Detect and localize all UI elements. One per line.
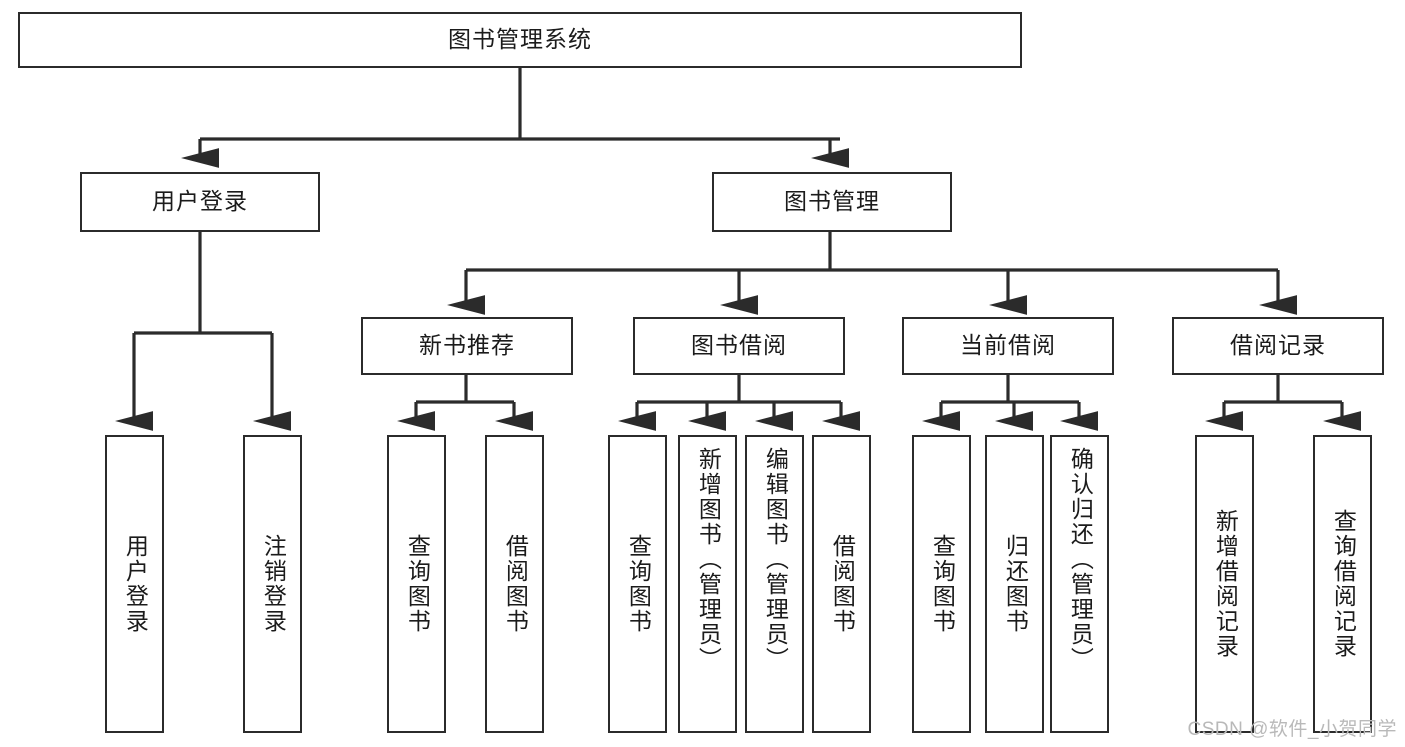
node-leaf-return-book-label: 归还图书 <box>1002 534 1029 634</box>
node-leaf-query-record-label: 查询借阅记录 <box>1330 509 1357 659</box>
node-leaf-add-book-label: 新增图书（管理员） <box>695 447 722 672</box>
node-leaf-user-login-label: 用户登录 <box>122 534 149 634</box>
node-current-borrow[interactable]: 当前借阅 <box>902 317 1114 375</box>
node-leaf-add-book[interactable]: 新增图书（管理员） <box>678 435 737 733</box>
node-leaf-add-record[interactable]: 新增借阅记录 <box>1195 435 1254 733</box>
node-borrow-record-label: 借阅记录 <box>1230 332 1326 359</box>
node-leaf-query-book-1[interactable]: 查询图书 <box>387 435 446 733</box>
node-leaf-confirm-return[interactable]: 确认归还（管理员） <box>1050 435 1109 733</box>
node-leaf-query-book-2[interactable]: 查询图书 <box>608 435 667 733</box>
watermark-text: CSDN @软件_小贺同学 <box>1187 719 1397 740</box>
node-leaf-borrow-book-2-label: 借阅图书 <box>829 534 856 634</box>
node-book-borrow[interactable]: 图书借阅 <box>633 317 845 375</box>
node-user-login-label: 用户登录 <box>152 188 248 215</box>
node-root-book-management-system[interactable]: 图书管理系统 <box>18 12 1022 68</box>
node-leaf-edit-book-label: 编辑图书（管理员） <box>762 447 789 672</box>
node-leaf-query-record[interactable]: 查询借阅记录 <box>1313 435 1372 733</box>
node-leaf-add-record-label: 新增借阅记录 <box>1212 509 1239 659</box>
node-leaf-borrow-book-1[interactable]: 借阅图书 <box>485 435 544 733</box>
node-leaf-query-book-3-label: 查询图书 <box>929 534 956 634</box>
node-new-book-recommend[interactable]: 新书推荐 <box>361 317 573 375</box>
node-leaf-confirm-return-label: 确认归还（管理员） <box>1067 447 1094 672</box>
node-user-login[interactable]: 用户登录 <box>80 172 320 232</box>
node-leaf-user-login[interactable]: 用户登录 <box>105 435 164 733</box>
node-leaf-query-book-3[interactable]: 查询图书 <box>912 435 971 733</box>
node-leaf-borrow-book-1-label: 借阅图书 <box>502 534 529 634</box>
node-new-book-recommend-label: 新书推荐 <box>419 332 515 359</box>
node-borrow-record[interactable]: 借阅记录 <box>1172 317 1384 375</box>
node-book-borrow-label: 图书借阅 <box>691 332 787 359</box>
node-book-management[interactable]: 图书管理 <box>712 172 952 232</box>
node-book-management-label: 图书管理 <box>784 188 880 215</box>
node-leaf-query-book-2-label: 查询图书 <box>625 534 652 634</box>
node-leaf-user-logout-label: 注销登录 <box>260 534 287 634</box>
node-leaf-borrow-book-2[interactable]: 借阅图书 <box>812 435 871 733</box>
node-current-borrow-label: 当前借阅 <box>960 332 1056 359</box>
node-root-label: 图书管理系统 <box>448 26 592 53</box>
node-leaf-edit-book[interactable]: 编辑图书（管理员） <box>745 435 804 733</box>
node-leaf-return-book[interactable]: 归还图书 <box>985 435 1044 733</box>
node-leaf-user-logout[interactable]: 注销登录 <box>243 435 302 733</box>
node-leaf-query-book-1-label: 查询图书 <box>404 534 431 634</box>
